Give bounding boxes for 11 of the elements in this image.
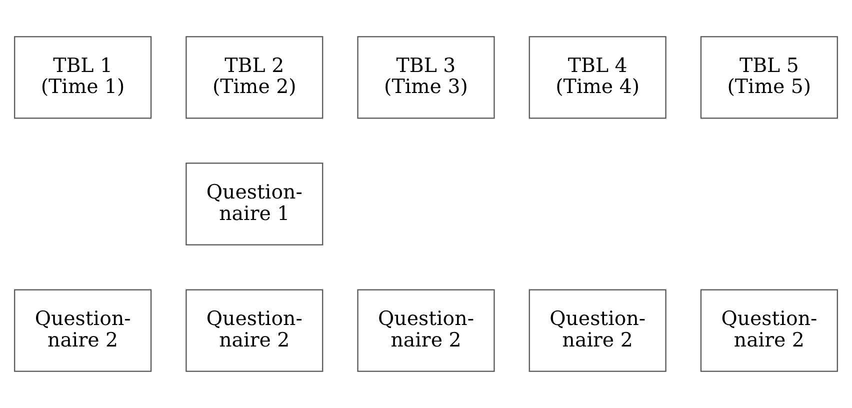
node-box: TBL 2 (Time 2)	[186, 36, 324, 119]
node-box: Question- naire 2	[357, 289, 495, 372]
node-box: TBL 3 (Time 3)	[357, 36, 495, 119]
node-box: Question- naire 2	[528, 289, 666, 372]
node-box: Question- naire 2	[700, 289, 838, 372]
node-box: Question- naire 2	[186, 289, 324, 372]
node-box: TBL 1 (Time 1)	[14, 36, 152, 119]
node-box: Question- naire 2	[14, 289, 152, 372]
node-box: TBL 4 (Time 4)	[528, 36, 666, 119]
node-box: Question- naire 1	[186, 162, 324, 246]
node-box: TBL 5 (Time 5)	[700, 36, 838, 119]
